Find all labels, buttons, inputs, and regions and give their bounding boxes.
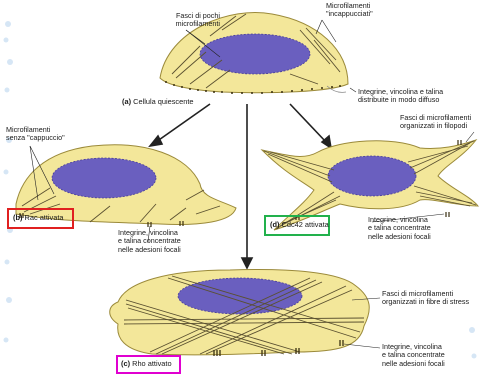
caption-quiescent: (a) Cellula quiescente	[122, 97, 194, 106]
label-capped-microfilaments: Microfilamenti"incappucciati"	[326, 2, 373, 19]
nucleus-cdc42	[328, 156, 416, 196]
caption-rac: (b) Rac attivata	[13, 213, 64, 222]
caption-rho: (c) Rho attivato	[121, 359, 172, 368]
caption-cdc42: (d) Cdc42 attivata	[270, 220, 329, 229]
cell-rho	[110, 270, 370, 356]
nucleus-rac	[52, 158, 156, 198]
